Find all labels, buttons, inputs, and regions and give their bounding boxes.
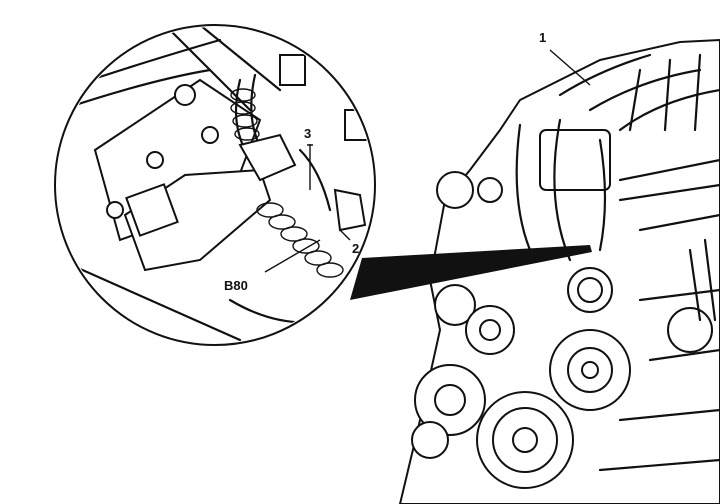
callout-2: 2 [352,241,359,256]
callout-b80: B80 [224,278,248,293]
callout-3: 3 [304,126,311,141]
callout-1: 1 [539,30,546,45]
detail-magnifier [54,24,376,346]
leader-2 [339,229,351,241]
leader-1 [549,49,591,86]
leader-b80 [264,239,321,273]
leader-3 [307,144,313,190]
engine-block [398,38,720,504]
magnifier-pointer [350,245,592,300]
